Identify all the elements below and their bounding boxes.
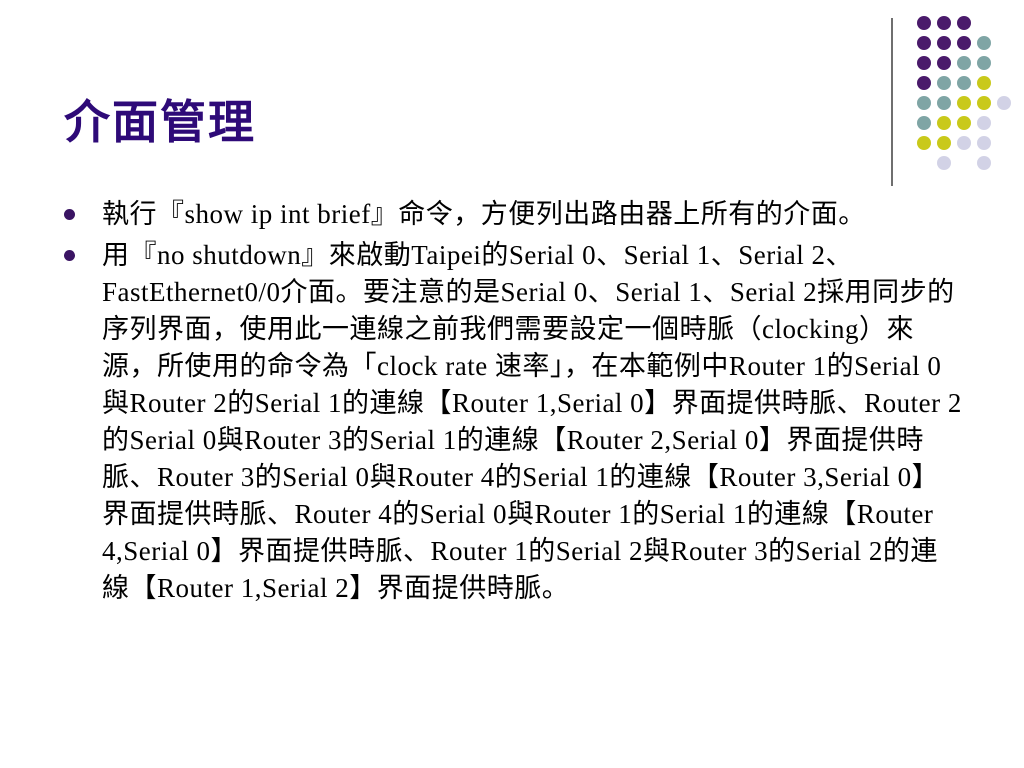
decor-dot [937, 156, 951, 170]
decor-dot [977, 136, 991, 150]
decor-dot [917, 16, 931, 30]
decor-dot [977, 116, 991, 130]
decor-dot [977, 96, 991, 110]
divider-line [891, 18, 893, 186]
decor-dot [917, 116, 931, 130]
decor-dot [917, 56, 931, 70]
decor-dot [977, 56, 991, 70]
decor-dot [937, 56, 951, 70]
decor-dot [937, 36, 951, 50]
decor-dot [957, 16, 971, 30]
decor-dot [957, 96, 971, 110]
decor-dot [917, 136, 931, 150]
bullet-item: 執行『show ip int brief』命令，方便列出路由器上所有的介面。 [64, 196, 964, 233]
decor-dot [957, 116, 971, 130]
bullet-item: 用『no shutdown』來啟動Taipei的Serial 0、Serial … [64, 237, 964, 607]
bullet-dot-icon [64, 250, 75, 261]
bullet-text: 執行『show ip int brief』命令，方便列出路由器上所有的介面。 [102, 199, 866, 229]
decor-dot [957, 136, 971, 150]
decor-dot [937, 76, 951, 90]
decor-dot [977, 156, 991, 170]
decor-dot [937, 96, 951, 110]
decor-dot [937, 136, 951, 150]
decor-dot [957, 36, 971, 50]
bullet-list: 執行『show ip int brief』命令，方便列出路由器上所有的介面。 用… [64, 196, 964, 611]
decor-dot [937, 16, 951, 30]
slide-title: 介面管理 [64, 95, 256, 149]
decor-dot [917, 96, 931, 110]
decor-dot [977, 36, 991, 50]
decor-dot [977, 76, 991, 90]
decor-dot [997, 96, 1011, 110]
decor-dot [957, 56, 971, 70]
bullet-text: 用『no shutdown』來啟動Taipei的Serial 0、Serial … [102, 240, 962, 603]
decorative-dot-grid [900, 14, 1020, 170]
bullet-dot-icon [64, 209, 75, 220]
decor-dot [937, 116, 951, 130]
decor-dot [957, 76, 971, 90]
decor-dot [917, 76, 931, 90]
decor-dot [917, 36, 931, 50]
